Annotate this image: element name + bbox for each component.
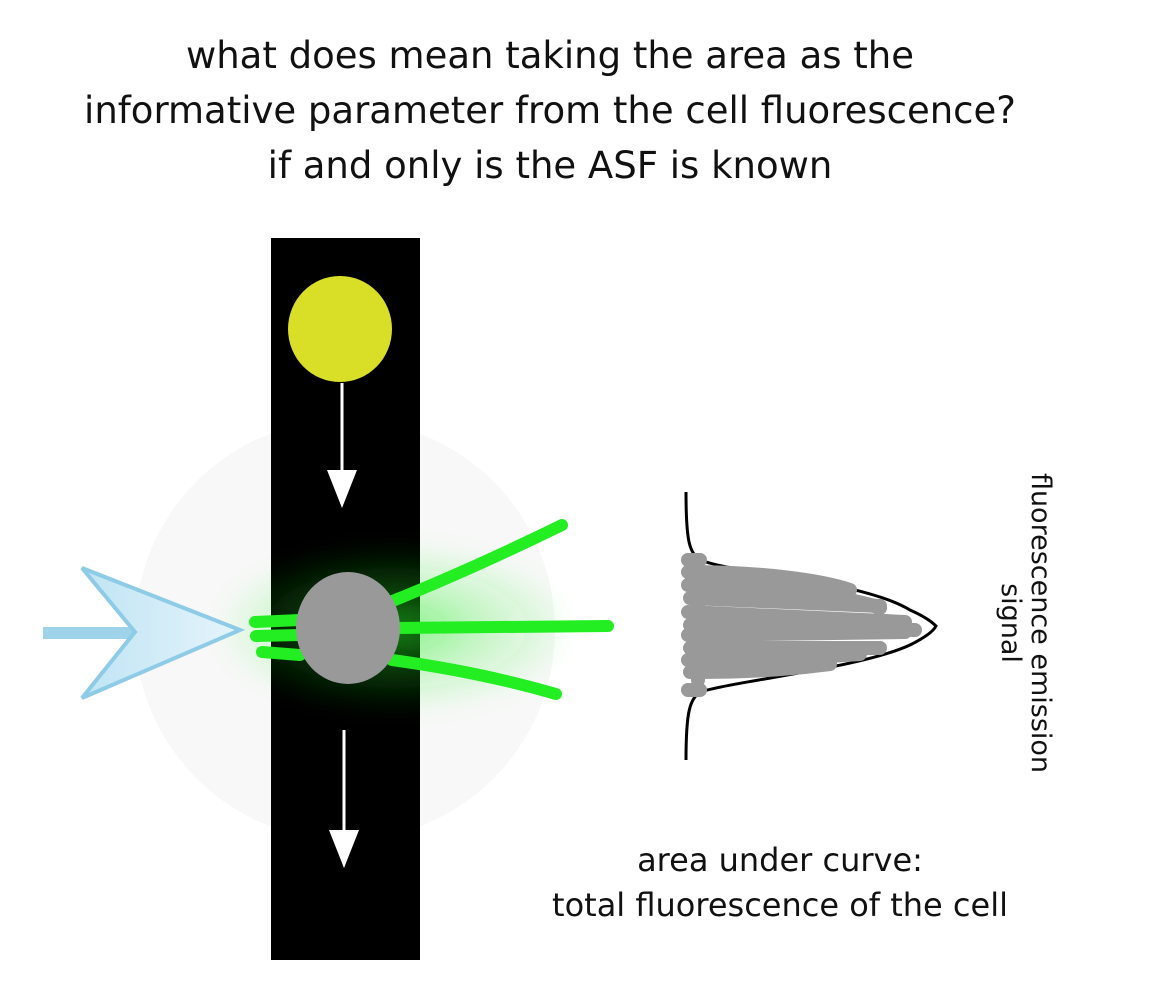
signal-label-line-1: fluorescence emission [1025,472,1056,774]
area-caption: area under curve: total fluorescence of … [520,838,1040,928]
signal-plot [681,491,938,761]
emission-rays [249,519,614,700]
signal-fill-strokes [681,553,922,697]
caption-line-2: total fluorescence of the cell [552,886,1008,924]
diagram-title: what does mean taking the area as the in… [0,28,1100,193]
cell-in-beam [296,572,400,684]
signal-label-line-2: signal [995,583,1026,663]
laser-arrow [43,566,246,700]
flow-arrow-lower [329,730,359,868]
title-line-1: what does mean taking the area as the [185,34,915,77]
signal-axis-label: fluorescence emission signal [995,468,1056,778]
title-line-3: if and only is the ASF is known [267,144,833,187]
incoming-cell [288,276,392,382]
caption-line-1: area under curve: [637,841,923,879]
flow-arrow-upper [327,383,357,508]
title-line-2: informative parameter from the cell fluo… [84,89,1016,132]
